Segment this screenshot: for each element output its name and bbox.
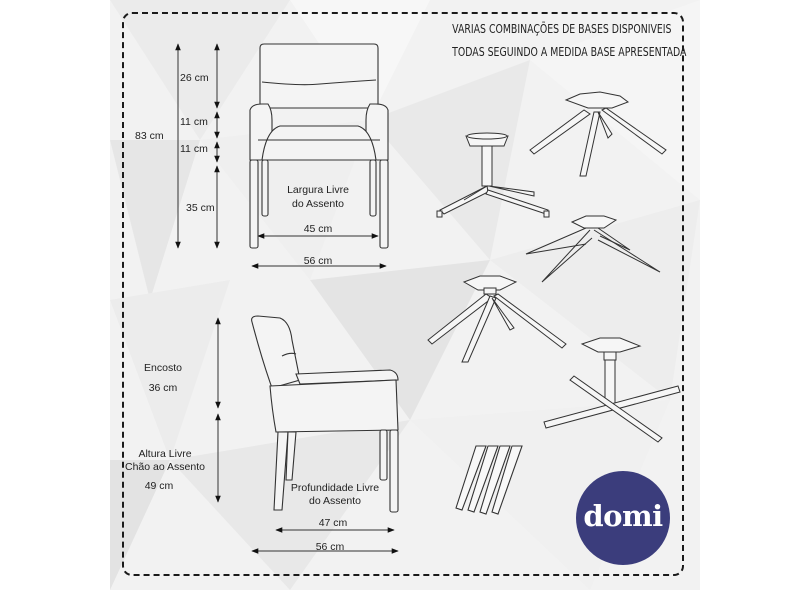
seat-depth-caption-1: Profundidade Livre <box>290 482 380 494</box>
back-height-label: 26 cm <box>180 72 209 84</box>
crossed-leg-base <box>427 275 567 363</box>
front-view-chair <box>249 43 389 249</box>
side-view-chair <box>251 315 399 513</box>
swivel-5-star-base <box>436 132 550 218</box>
floor-height-caption-2: Chão ao Assento <box>125 461 205 473</box>
backrest-height-label: 36 cm <box>148 382 178 394</box>
seat-depth-label: 47 cm <box>318 517 348 529</box>
wooden-tapered-legs <box>455 445 523 515</box>
logo-text: domi <box>583 499 663 533</box>
seat-depth-caption-2: do Assento <box>309 495 361 507</box>
seat-width-caption-2: do Assento <box>292 198 344 210</box>
dashed-frame <box>122 12 684 576</box>
wire-spider-base <box>525 215 661 283</box>
floor-height-label: 49 cm <box>144 480 174 492</box>
seat-height-label: 35 cm <box>186 202 215 214</box>
domi-logo: domi <box>576 471 670 565</box>
4-leg-angled-base <box>529 91 667 177</box>
headline-line-2: TODAS SEGUINDO A MEDIDA BASE APRESENTADA <box>452 45 687 59</box>
lower-arm-label: 11 cm <box>180 143 208 155</box>
upper-arm-label: 11 cm <box>180 116 208 128</box>
low-poly-background <box>110 0 700 590</box>
front-height-dimensions <box>175 43 387 269</box>
seat-width-caption-1: Largura Livre <box>287 184 349 196</box>
x-cross-tube-base <box>543 337 681 443</box>
backrest-caption: Encosto <box>144 362 182 374</box>
floor-height-caption-1: Altura Livre <box>138 448 192 460</box>
total-height-label: 83 cm <box>135 130 164 142</box>
total-depth-label: 56 cm <box>315 541 345 553</box>
seat-width-label: 45 cm <box>303 223 333 235</box>
total-width-label: 56 cm <box>303 255 333 267</box>
headline-line-1: VARIAS COMBINAÇÕES DE BASES DISPONIVEIS <box>452 22 672 36</box>
side-height-dimensions <box>215 317 399 554</box>
